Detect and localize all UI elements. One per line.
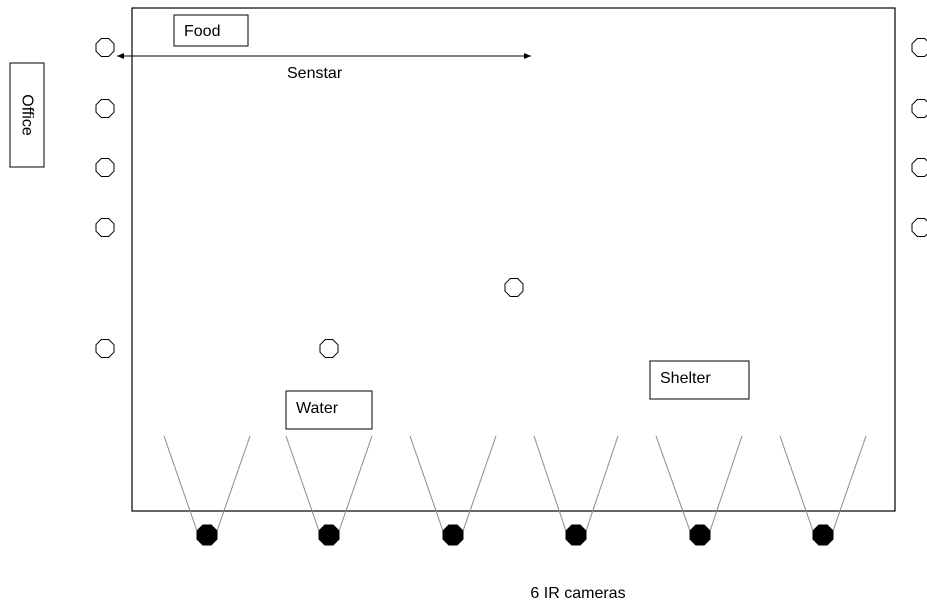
sensor-octagon-left-2 (95, 99, 115, 118)
sensor-octagon-right-2 (911, 99, 927, 118)
camera-view-line (585, 435, 619, 532)
sensor-octagon-left-3 (95, 158, 115, 177)
camera-octagon (689, 524, 711, 546)
office-label: Office (19, 94, 36, 136)
sensor-octagon-right-1 (911, 38, 927, 57)
water-label: Water (296, 400, 339, 417)
water-box: Water (285, 390, 373, 430)
camera-view-line (163, 435, 198, 532)
office-box: Office (9, 62, 45, 168)
food-label: Food (184, 23, 220, 40)
ir-camera-4 (533, 435, 619, 546)
camera-octagon (812, 524, 834, 546)
shelter-box: Shelter (649, 360, 750, 400)
food-box: Food (173, 14, 249, 47)
cameras-caption: 6 IR cameras (530, 585, 625, 602)
ir-camera-1 (163, 435, 251, 546)
sensor-octagon-left-4 (95, 218, 115, 237)
camera-octagon (442, 524, 464, 546)
camera-octagon (318, 524, 340, 546)
camera-view-line (533, 435, 567, 532)
camera-octagon (196, 524, 218, 546)
sensor-octagon-left-1 (95, 38, 115, 57)
camera-view-line (709, 435, 743, 532)
camera-octagon (565, 524, 587, 546)
sensor-group-right (911, 38, 927, 237)
camera-view-line (462, 435, 497, 532)
camera-view-line (285, 435, 320, 532)
senstar-label: Senstar (287, 65, 343, 82)
camera-view-line (409, 435, 444, 532)
ir-camera-6 (779, 435, 867, 546)
sensor-octagon-right-4 (911, 218, 927, 237)
ir-camera-5 (655, 435, 743, 546)
sensor-octagon-interior-1 (504, 278, 524, 297)
camera-view-line (779, 435, 814, 532)
sensor-group-left (95, 38, 115, 358)
ir-camera-3 (409, 435, 497, 546)
sensor-octagon-right-3 (911, 158, 927, 177)
sensor-group-interior (319, 278, 524, 358)
camera-view-line (216, 435, 251, 532)
sensor-octagon-interior-2 (319, 339, 339, 358)
sensor-octagon-left-5 (95, 339, 115, 358)
camera-view-line (338, 435, 373, 532)
camera-view-line (832, 435, 867, 532)
ir-camera-2 (285, 435, 373, 546)
senstar-range: Senstar (117, 53, 531, 82)
camera-view-line (655, 435, 691, 532)
shelter-label: Shelter (660, 370, 711, 387)
enclosure-boundary (131, 7, 896, 512)
